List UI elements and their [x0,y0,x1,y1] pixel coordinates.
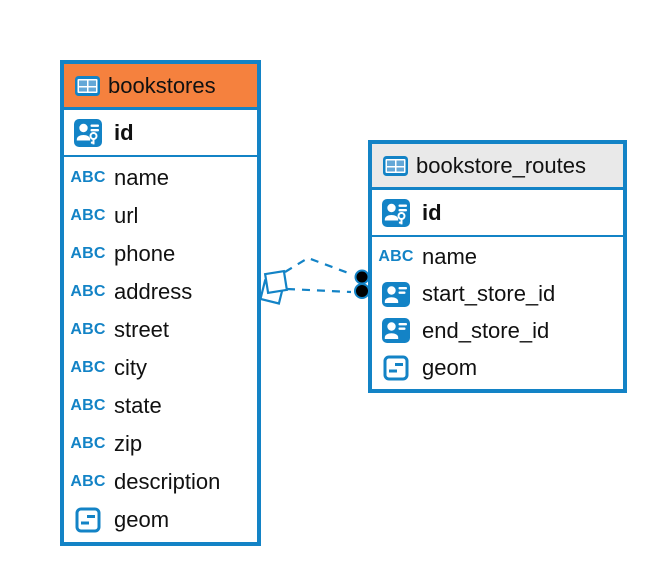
table-header[interactable]: bookstores [64,64,257,110]
relationship-dashed-line-2[interactable] [286,287,352,294]
text-type-icon: ABC [70,284,106,300]
text-type-icon: ABC [70,473,106,490]
column-name: start_store_id [422,281,556,307]
column-row-phone[interactable]: ABC phone [64,235,257,273]
table-name: bookstores [108,72,216,98]
column-row-address[interactable]: ABC address [64,273,257,311]
column-row-name[interactable]: ABC name [64,159,257,197]
text-type-icon: ABC [378,248,414,266]
column-row-url[interactable]: ABC url [64,197,257,235]
text-type-icon: ABC [70,208,106,224]
relationship-endpoint-dot-1[interactable] [354,269,370,285]
text-type-icon: ABC [70,398,106,414]
column-name: address [114,279,193,304]
column-name: name [422,244,478,270]
primary-key-row[interactable]: id [372,190,623,237]
text-type-icon: ABC [70,169,106,186]
relationship-dashed-line-1[interactable] [284,256,352,276]
table-icon [382,155,408,176]
column-row-name[interactable]: ABC name [372,239,623,276]
column-row-city[interactable]: ABC city [64,349,257,387]
column-row-end_store_id[interactable]: end_store_id [372,313,623,350]
text-type-icon: ABC [70,359,106,376]
column-name: zip [114,431,143,456]
text-type-icon: ABC [70,283,106,300]
table-bookstore-routes[interactable]: bookstore_routes id ABC name start_store_… [368,140,627,393]
geometry-type-icon [70,507,106,533]
text-type-icon: ABC [70,245,106,262]
table-header[interactable]: bookstore_routes [372,144,623,190]
primary-key-icon [70,118,106,147]
table-icon [74,75,100,96]
text-type-icon: ABC [70,397,106,414]
text-type-icon: ABC [70,360,106,376]
primary-key-row[interactable]: id [64,110,257,157]
table-name: bookstore_routes [416,152,586,178]
reference-type-icon [378,281,414,307]
column-row-state[interactable]: ABC state [64,387,257,425]
text-type-icon: ABC [70,207,106,224]
reference-type-icon [378,318,414,344]
column-name: geom [422,354,478,380]
column-row-street[interactable]: ABC street [64,311,257,349]
column-row-geom[interactable]: geom [372,349,623,386]
column-name: phone [114,241,176,266]
column-name: url [114,203,139,228]
column-name: state [114,393,162,418]
relationship-endpoint-dot-2[interactable] [354,283,370,299]
column-row-description[interactable]: ABC description [64,463,257,501]
column-name: id [422,199,442,225]
geometry-type-icon [378,355,414,381]
text-type-icon: ABC [70,321,106,338]
column-row-start_store_id[interactable]: start_store_id [372,276,623,313]
column-row-geom[interactable]: geom [64,501,257,539]
text-type-icon: ABC [70,170,106,186]
text-type-icon: ABC [70,322,106,338]
column-name: city [114,355,147,380]
text-type-icon: ABC [70,435,106,452]
relationship-source-handle-icon[interactable] [259,269,289,305]
primary-key-icon [378,198,414,227]
column-name: description [114,469,221,494]
column-name: street [114,317,170,342]
text-type-icon: ABC [70,436,106,452]
column-name: name [114,165,170,190]
column-row-zip[interactable]: ABC zip [64,425,257,463]
column-name: id [114,119,134,145]
text-type-icon: ABC [378,249,414,265]
column-list: ABC name start_store_id end_store_id geom [372,237,623,389]
column-name: geom [114,507,170,532]
column-name: end_store_id [422,317,550,343]
text-type-icon: ABC [70,474,106,490]
text-type-icon: ABC [70,246,106,262]
